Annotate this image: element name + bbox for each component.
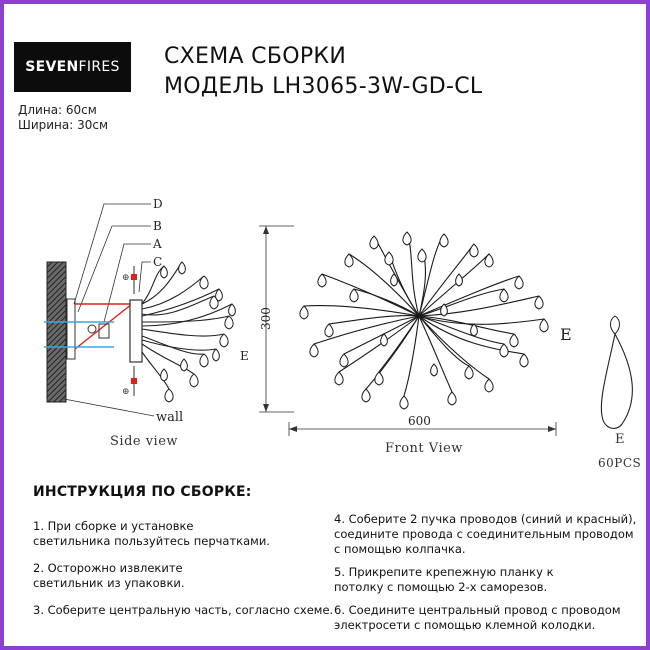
width-arrow-left: [289, 426, 297, 432]
svg-text:⊕: ⊕: [122, 273, 130, 283]
front-view: 300 600: [259, 225, 572, 436]
height-value: 300: [259, 307, 273, 330]
drop-hook: [610, 315, 620, 335]
label-b: B: [153, 219, 162, 233]
dimension-length: Длина: 60см: [18, 103, 97, 117]
side-view: ⊕ ⊕: [44, 197, 249, 425]
screw-bottom: [131, 378, 137, 384]
screw-top: [131, 274, 137, 280]
leader-b: [77, 225, 151, 313]
instruction-step-2: 2. Осторожно извлеките светильник из упа…: [33, 561, 185, 590]
label-c: C: [153, 255, 162, 269]
mounting-plate: [66, 298, 76, 360]
front-view-caption: Front View: [385, 441, 463, 456]
chandelier-side-icon: [141, 261, 233, 390]
front-drops: [299, 231, 549, 410]
label-e-side: E: [240, 349, 249, 363]
dimension-width: Ширина: 30см: [18, 118, 109, 132]
height-arrow-bottom: [263, 404, 269, 412]
leader-a: [103, 243, 151, 323]
brand-logo-text: SEVENFIRES: [25, 59, 120, 75]
canopy: [129, 299, 143, 363]
instruction-step-6: 6. Соедините центральный провод с провод…: [334, 603, 621, 632]
terminal-block: [98, 323, 110, 339]
label-e-front: E: [560, 325, 572, 344]
width-value: 600: [408, 414, 431, 428]
wall-mount-icon: [46, 261, 67, 403]
label-d: D: [153, 197, 163, 211]
leader-c: [138, 261, 151, 293]
red-wire-diagonal: [74, 303, 133, 350]
side-drops: [160, 261, 236, 403]
title-line-2: МОДЕЛЬ LH3065-3W-GD-CL: [164, 74, 483, 99]
part-e-count: 60PCS: [598, 456, 642, 470]
part-e: [600, 315, 633, 429]
screw: [87, 324, 97, 334]
svg-text:⊕: ⊕: [122, 387, 130, 397]
label-a: A: [152, 237, 162, 251]
instruction-step-1: 1. При сборке и установке светильника по…: [33, 519, 270, 548]
assembly-drawing: ⊕ ⊕: [44, 197, 633, 436]
leader-d: [73, 203, 151, 305]
page-title: СХЕМА СБОРКИ МОДЕЛЬ LH3065-3W-GD-CL: [164, 42, 483, 102]
width-arrow-right: [548, 426, 556, 432]
part-e-label: E: [615, 432, 625, 447]
instructions-title: ИНСТРУКЦИЯ ПО СБОРКЕ:: [33, 484, 252, 500]
leader-wall: [63, 398, 155, 417]
instruction-step-5: 5. Прикрепите крепежную планку к потолку…: [334, 565, 554, 594]
height-arrow-top: [263, 226, 269, 234]
glass-drop-icon: [600, 332, 633, 429]
brand-logo: SEVENFIRES: [14, 42, 131, 92]
instruction-step-4: 4. Соберите 2 пучка проводов (синий и кр…: [334, 512, 637, 556]
instruction-step-3: 3. Соберите центральную часть, согласно …: [33, 603, 334, 617]
dimensions: Длина: 60см Ширина: 30см: [18, 103, 108, 133]
title-line-1: СХЕМА СБОРКИ: [164, 44, 347, 69]
side-view-caption: Side view: [110, 434, 179, 449]
label-wall: wall: [156, 410, 183, 425]
